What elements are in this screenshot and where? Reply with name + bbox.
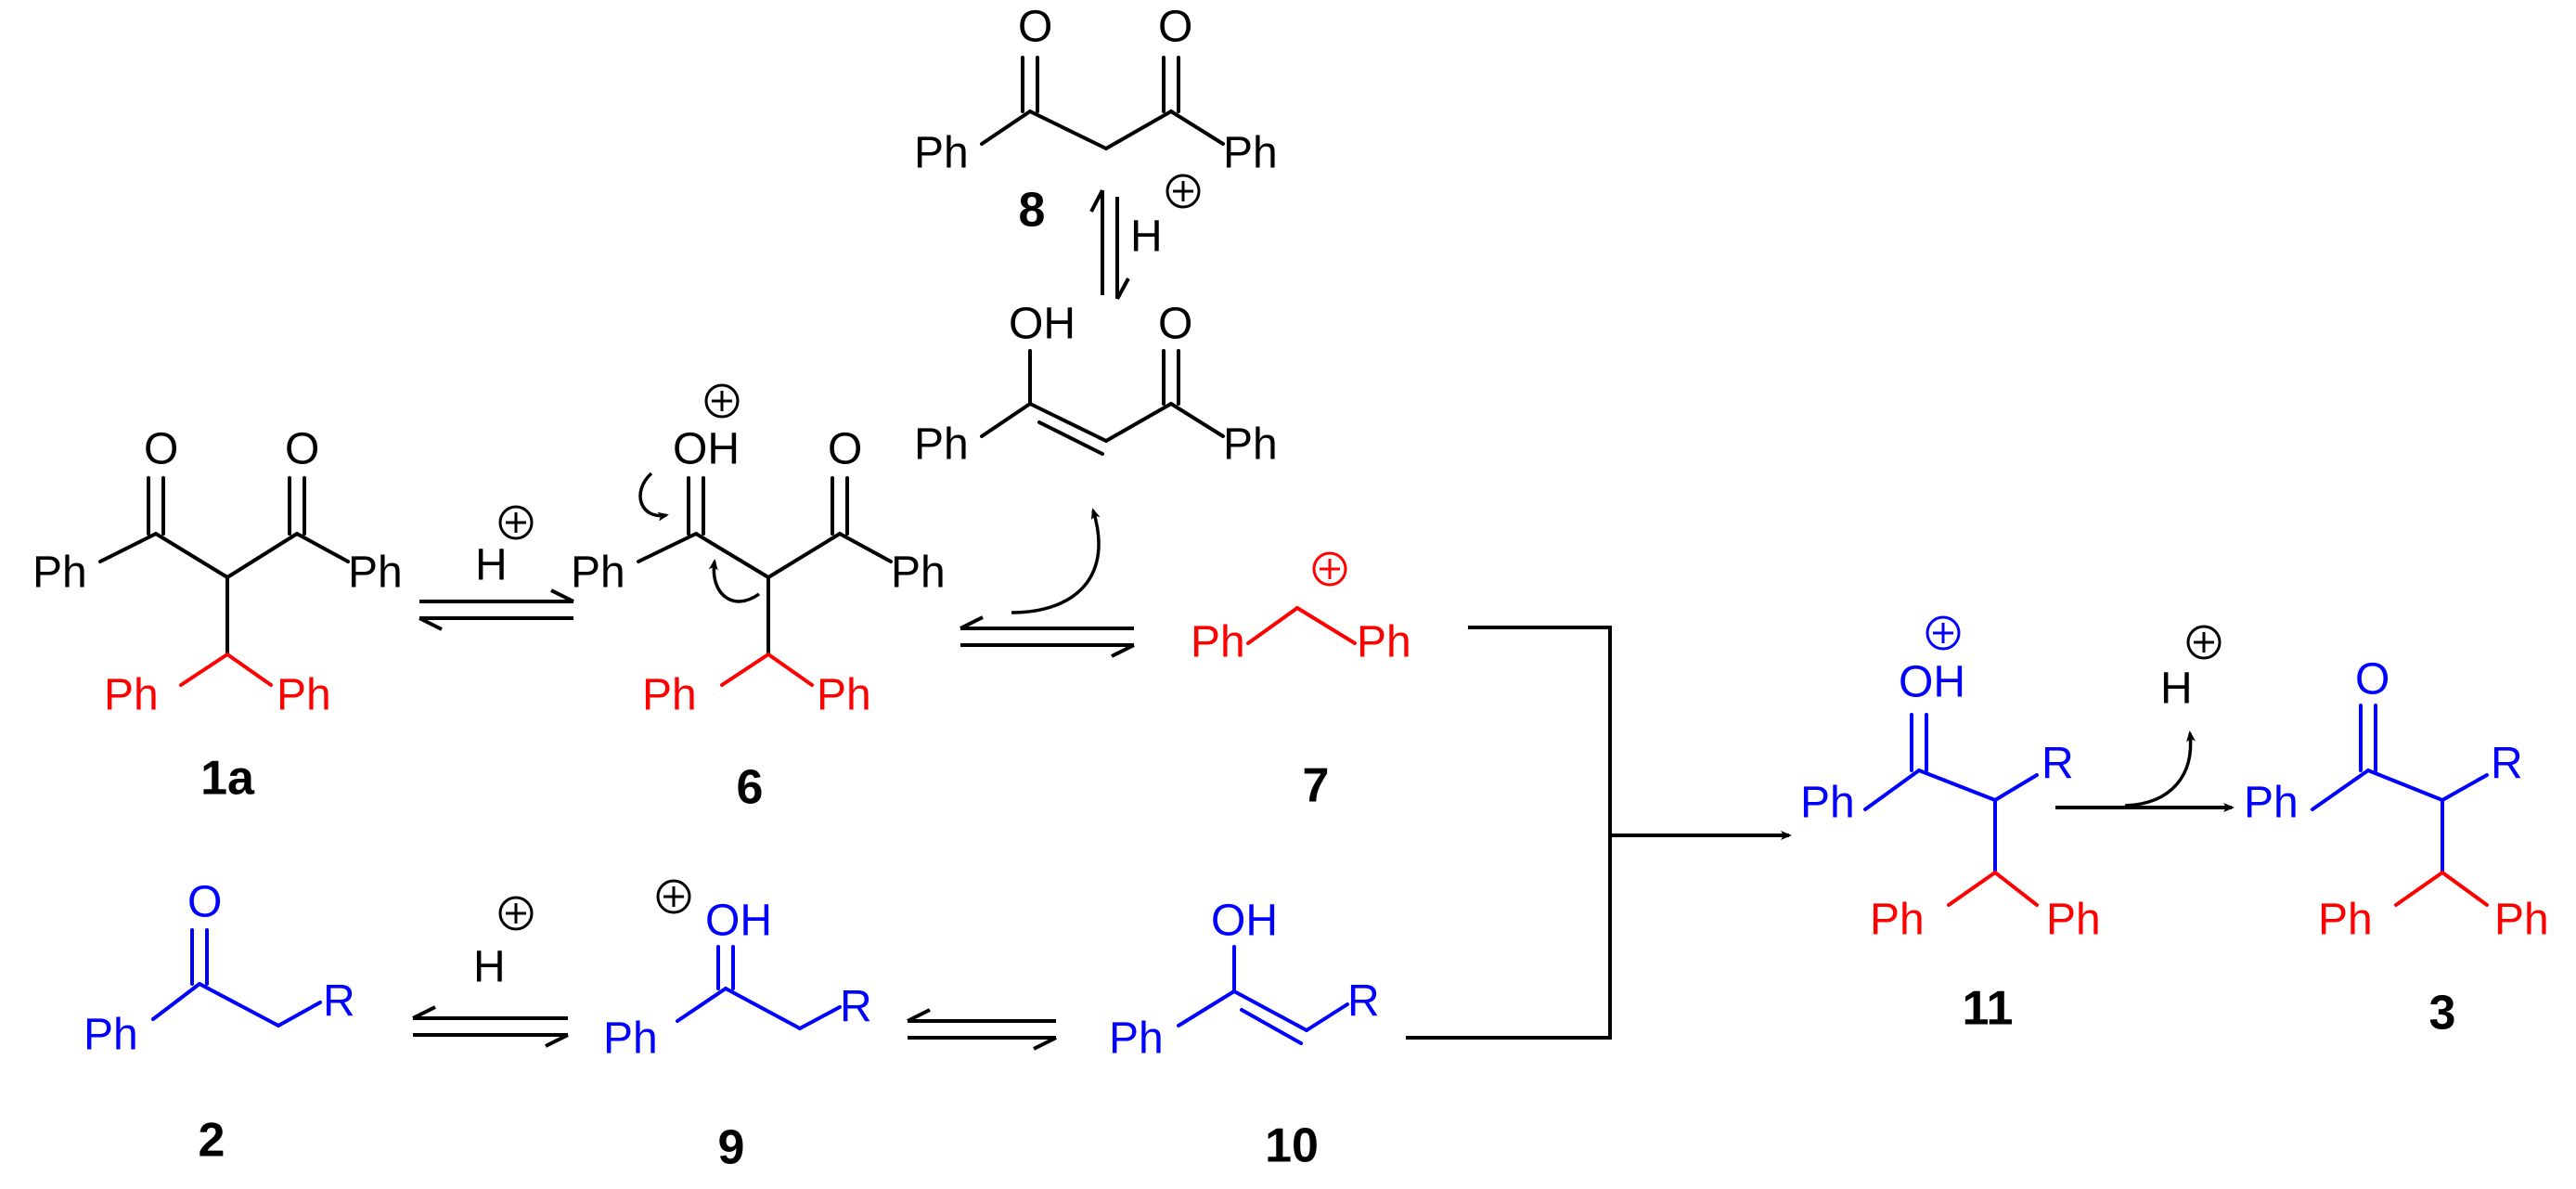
- equilibrium-arrow-2-9: H: [412, 896, 569, 1048]
- compound-7: Ph Ph 7: [1191, 551, 1411, 813]
- phenyl-label: Ph: [1223, 129, 1278, 178]
- hydroxyl-label: OH: [1211, 897, 1278, 946]
- plus-charge-icon: [1926, 615, 1961, 651]
- phenyl-label: Ph: [277, 671, 331, 720]
- compound-6: OH O Ph Ph Ph Ph 6: [571, 383, 946, 815]
- phenyl-label: Ph: [914, 129, 969, 178]
- hydroxyl-label: OH: [1899, 658, 1965, 707]
- reaction-arrow-11-3: H: [2055, 625, 2235, 812]
- plus-charge-icon: [498, 505, 534, 540]
- compound-11: OH Ph R Ph Ph 11: [1800, 615, 2101, 1036]
- phenyl-label: Ph: [891, 549, 946, 598]
- plus-charge-icon: [1312, 551, 1347, 587]
- atom-oxygen: O: [2355, 655, 2389, 704]
- phenyl-label: Ph: [571, 549, 625, 598]
- compound-label-11: 11: [1963, 982, 2014, 1036]
- plus-charge-icon: [498, 896, 534, 931]
- phenyl-label: Ph: [2318, 896, 2373, 945]
- proton-label: H: [1130, 213, 1163, 262]
- equilibrium-arrow-9-10: [907, 1008, 1057, 1051]
- proton-label: H: [475, 541, 508, 590]
- phenyl-label: Ph: [1109, 1015, 1164, 1064]
- phenyl-label: Ph: [32, 549, 87, 598]
- plus-charge-icon: [1166, 174, 1201, 209]
- phenyl-label: Ph: [642, 671, 697, 720]
- phenyl-label: Ph: [1223, 420, 1278, 470]
- compound-label-7: 7: [1303, 759, 1330, 813]
- r-group-label: R: [323, 977, 355, 1027]
- compound-label-6: 6: [737, 761, 764, 815]
- atom-oxygen: O: [144, 425, 178, 474]
- plus-charge-icon: [704, 383, 740, 419]
- phenyl-label: Ph: [817, 671, 871, 720]
- phenyl-label: Ph: [2046, 896, 2101, 945]
- phenyl-label: Ph: [104, 671, 159, 720]
- phenyl-label: Ph: [1800, 779, 1855, 828]
- compound-label-9: 9: [718, 1121, 745, 1175]
- atom-oxygen: O: [1158, 3, 1192, 52]
- r-group-label: R: [1347, 977, 1380, 1027]
- phenyl-label: Ph: [1870, 896, 1925, 945]
- compound-label-1a: 1a: [200, 752, 255, 806]
- equilibrium-arrow-1a-6: H: [419, 505, 574, 631]
- compound-8: O O Ph Ph 8: [914, 3, 1278, 238]
- compound-2: O Ph R 2: [84, 878, 355, 1168]
- plus-charge-icon: [2186, 625, 2222, 660]
- phenyl-label: Ph: [603, 1015, 658, 1064]
- compound-label-2: 2: [199, 1114, 225, 1168]
- compound-9: OH Ph R 9: [603, 879, 872, 1175]
- compound-10: OH Ph R 10: [1109, 897, 1380, 1173]
- convergence-arrow: [1406, 626, 1792, 1040]
- compound-8-enol: OH O Ph Ph: [914, 300, 1278, 470]
- compound-label-3: 3: [2429, 987, 2456, 1040]
- compound-label-10: 10: [1265, 1119, 1319, 1173]
- hydroxyl-label: OH: [705, 897, 772, 946]
- plus-charge-icon: [656, 879, 691, 914]
- proton-label: H: [473, 943, 506, 992]
- compound-3: O Ph R Ph Ph 3: [2244, 655, 2549, 1040]
- atom-oxygen: O: [828, 425, 862, 474]
- r-group-label: R: [840, 983, 872, 1032]
- atom-oxygen: O: [1018, 3, 1052, 52]
- r-group-label: R: [2041, 740, 2074, 789]
- atom-oxygen: O: [187, 878, 222, 927]
- atom-oxygen: O: [1158, 300, 1192, 349]
- phenyl-label: Ph: [2494, 896, 2549, 945]
- phenyl-label: Ph: [1357, 618, 1411, 667]
- hydroxyl-label: OH: [673, 425, 740, 474]
- phenyl-label: Ph: [2244, 779, 2299, 828]
- phenyl-label: Ph: [84, 1011, 138, 1060]
- r-group-label: R: [2491, 740, 2523, 789]
- compound-1a: O O Ph Ph Ph Ph 1a: [32, 425, 403, 806]
- compound-label-8: 8: [1019, 184, 1046, 238]
- phenyl-label: Ph: [1191, 618, 1245, 667]
- atom-oxygen: O: [285, 425, 319, 474]
- phenyl-label: Ph: [914, 420, 969, 470]
- equilibrium-arrow-8-enol: H: [1089, 174, 1201, 300]
- equilibrium-arrow-6-7: [960, 508, 1135, 658]
- proton-label: H: [2160, 665, 2193, 714]
- hydroxyl-label: OH: [1009, 300, 1075, 349]
- phenyl-label: Ph: [348, 549, 403, 598]
